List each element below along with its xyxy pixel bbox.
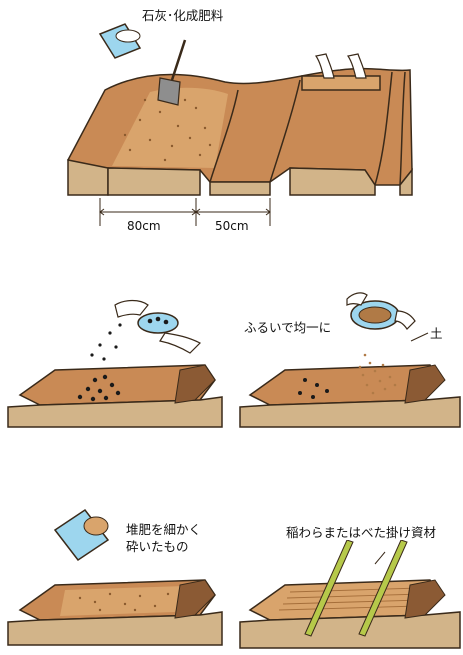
lime-fertilizer-label: 石灰･化成肥料 bbox=[142, 8, 224, 23]
soil-label: 土 bbox=[430, 326, 443, 341]
seed-dots bbox=[77, 323, 122, 402]
sieve-evenly-label: ふるいで均一に bbox=[244, 320, 332, 335]
bed-right-cut bbox=[404, 579, 446, 619]
compost-label-line1: 堆肥を細かく bbox=[126, 522, 202, 537]
bed1-front bbox=[107, 167, 201, 196]
furrow-lines bbox=[209, 71, 406, 186]
straw-strands bbox=[278, 587, 424, 611]
compost-illustration bbox=[7, 508, 223, 646]
width-80cm-label: 80cm bbox=[127, 219, 161, 233]
bamboo-pole-icon bbox=[304, 540, 408, 637]
bed-front bbox=[239, 396, 461, 428]
bed-right-cut bbox=[174, 364, 216, 404]
bed-front bbox=[7, 396, 223, 428]
compost-speckles bbox=[78, 592, 170, 612]
bed-right-cut bbox=[404, 364, 446, 404]
straw-or-cover-material-label: 稲わらまたはべた掛け資材 bbox=[286, 525, 437, 540]
straw-leader-line bbox=[374, 551, 386, 565]
bed-right-cut bbox=[174, 579, 216, 619]
fertilized-strip bbox=[112, 87, 228, 168]
bed-preparation-illustration bbox=[67, 23, 413, 226]
dimension-lines bbox=[99, 198, 271, 226]
hand-icon bbox=[114, 299, 202, 354]
bed4-front bbox=[399, 167, 413, 196]
straw-cover-illustration bbox=[239, 540, 461, 649]
bed-front bbox=[7, 611, 223, 646]
compost-layer bbox=[60, 586, 185, 616]
covered-seeds bbox=[298, 378, 329, 399]
lime-bucket-icon bbox=[98, 23, 142, 59]
width-50cm-label: 50cm bbox=[215, 219, 249, 233]
leveling-board-icon bbox=[301, 53, 381, 91]
sieving-illustration bbox=[239, 292, 461, 428]
shovel-icon bbox=[157, 39, 187, 106]
sowing-illustration bbox=[7, 299, 223, 428]
bed-front bbox=[239, 611, 461, 649]
fertilizer-speckles bbox=[123, 98, 212, 162]
compost-label-line2: 砕いたもの bbox=[126, 539, 189, 554]
bed2-front bbox=[209, 181, 271, 196]
bed3-front bbox=[289, 167, 376, 196]
soil-leader-line bbox=[410, 332, 429, 342]
seed-bowl-icon bbox=[137, 312, 179, 334]
sieved-soil-particles bbox=[358, 353, 397, 395]
compost-bucket-icon bbox=[53, 508, 110, 562]
sieve-icon bbox=[350, 300, 400, 330]
hand-icon bbox=[346, 292, 416, 330]
